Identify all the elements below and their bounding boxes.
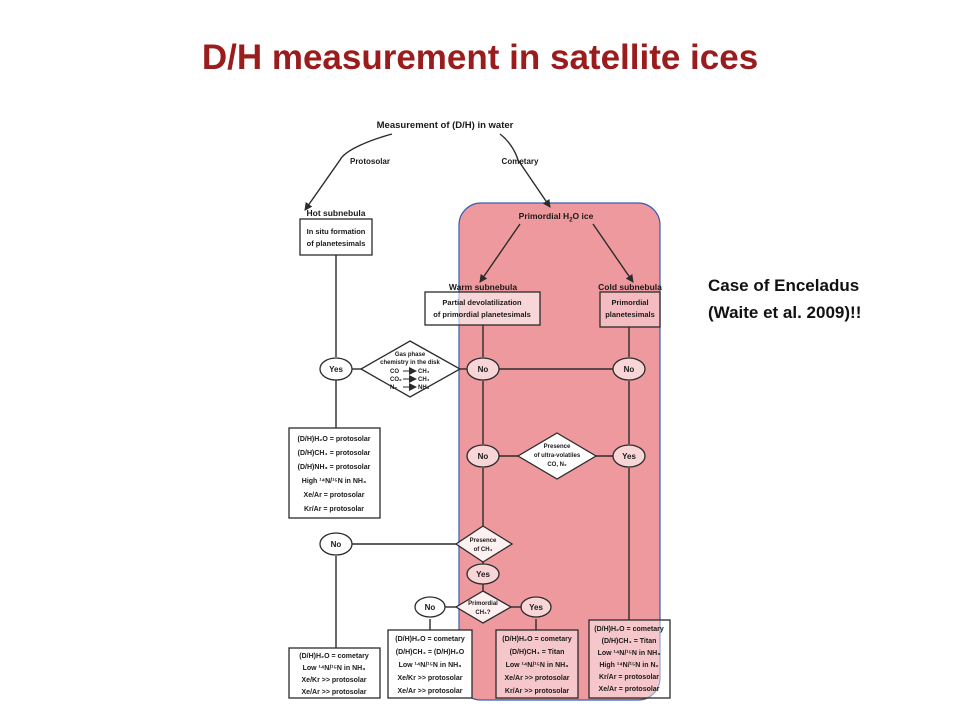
primordial-ice-label: Primordial H2O ice <box>519 211 594 224</box>
hot-box-line-1: In situ formation <box>307 227 366 236</box>
yes-node-protosolar <box>319 357 353 381</box>
result-cold-box <box>588 619 671 699</box>
result-cold-line: (D/H)CH₄ = Titan <box>602 638 657 645</box>
yes-node-cold <box>612 444 646 468</box>
case-note: Case of Enceladus (Waite et al. 2009)!! <box>708 272 861 326</box>
yes-no-nodes: Yes No No No Yes No Yes No Yes <box>319 357 646 618</box>
presence-ch4-diamond <box>454 525 514 563</box>
no-node-cold-label: No <box>624 365 635 374</box>
gas-phase-diamond <box>359 340 462 398</box>
result-left-bottom-line: Xe/Kr >> protosolar <box>302 677 367 684</box>
warm-subnebula-header: Warm subnebula <box>449 282 517 292</box>
yes-node-primordial-label: Yes <box>529 603 543 612</box>
no-node-warm-ultra-label: No <box>478 452 489 461</box>
result-left-bottom-line: Xe/Ar >> protosolar <box>302 689 367 696</box>
ultra-line-2: of ultra-volatiles <box>534 453 581 459</box>
ultra-line-1: Presence <box>544 444 571 450</box>
result-protosolar-box <box>288 427 381 519</box>
result-mid-yes-line: (D/H)CH₄ = Titan <box>510 649 565 656</box>
result-protosolar-line: (D/H)H₂O = protosolar <box>298 436 371 443</box>
result-mid-no-line: Xe/Kr >> protosolar <box>398 675 463 682</box>
cold-box-line-2: planetesimals <box>605 310 655 319</box>
reaction-3-from: N₂ <box>390 385 397 391</box>
reaction-1-from: CO <box>390 369 399 375</box>
gas-phase-line-2: chemistry in the disk <box>380 360 440 366</box>
no-node-left-label: No <box>331 540 342 549</box>
case-note-line-1: Case of Enceladus <box>708 276 860 295</box>
result-protosolar-line: Xe/Ar = protosolar <box>304 492 365 499</box>
yes-node-ch4 <box>466 563 500 585</box>
connector-lines <box>304 133 634 648</box>
result-mid-no-lines: (D/H)H₂O = cometary (D/H)CH₄ = (D/H)H₂O … <box>395 636 465 695</box>
result-cold-lines: (D/H)H₂O = cometary (D/H)CH₄ = Titan Low… <box>594 626 664 693</box>
result-mid-yes-line: Low ¹⁴N/¹⁵N in NH₃ <box>506 662 569 669</box>
no-node-primordial-label: No <box>425 603 436 612</box>
slide-title: D/H measurement in satellite ices <box>201 38 759 77</box>
no-node-primordial <box>414 596 446 618</box>
yes-node-cold-label: Yes <box>622 452 636 461</box>
hot-subnebula-header: Hot subnebula <box>306 208 365 218</box>
warm-box-line-1: Partial devolatilization <box>442 298 522 307</box>
branch-protosolar-label: Protosolar <box>350 157 390 166</box>
cold-subnebula-header: Cold subnebula <box>598 282 662 292</box>
result-left-bottom-line: Low ¹⁴N/¹⁵N in NH₃ <box>303 665 366 672</box>
presence-ch4-line-1: Presence <box>470 538 497 544</box>
result-mid-yes-line: Kr/Ar >> protosolar <box>505 688 569 695</box>
result-protosolar-lines: (D/H)H₂O = protosolar (D/H)CH₄ = protoso… <box>298 436 371 513</box>
result-left-bottom-line: (D/H)H₂O = cometary <box>299 653 369 660</box>
result-mid-no-line: Xe/Ar >> protosolar <box>398 688 463 695</box>
hot-box-line-2: of planetesimals <box>307 239 366 248</box>
result-mid-no-box <box>387 629 473 699</box>
ultra-volatiles-diamond <box>516 432 598 480</box>
primordial-ch4-line-2: CH₄? <box>475 610 491 616</box>
presence-ch4-line-2: of CH₄ <box>474 547 493 553</box>
result-cold-line: High ¹⁴N/¹⁵N in N₂ <box>599 662 658 669</box>
reaction-2-to: CH₄ <box>418 377 430 383</box>
root-label: Measurement of (D/H) in water <box>377 120 514 131</box>
no-node-cold <box>612 357 646 381</box>
result-cold-line: Low ¹⁴N/¹⁵N in NH₃ <box>598 650 661 657</box>
branch-cometary-label: Cometary <box>502 157 539 166</box>
warm-subnebula-box <box>424 291 541 326</box>
reaction-2-from: CO₂ <box>390 377 402 383</box>
result-mid-no-line: Low ¹⁴N/¹⁵N in NH₃ <box>399 662 462 669</box>
no-node-left <box>319 532 353 556</box>
no-node-warm-gas <box>466 357 500 381</box>
result-mid-no-line: (D/H)CH₄ = (D/H)H₂O <box>396 649 465 656</box>
result-protosolar-line: (D/H)NH₃ = protosolar <box>298 464 371 471</box>
reaction-1-to: CH₄ <box>418 369 430 375</box>
result-left-bottom-box <box>288 647 381 699</box>
reaction-3-to: NH₃ <box>418 385 430 391</box>
primordial-ch4-line-1: Primordial <box>468 601 498 607</box>
case-note-line-2: (Waite et al. 2009)!! <box>708 303 862 322</box>
warm-box-line-2: of primordial planetesimals <box>433 310 531 319</box>
result-mid-yes-line: Xe/Ar >> protosolar <box>505 675 570 682</box>
yes-node-protosolar-label: Yes <box>329 365 343 374</box>
cold-subnebula-box <box>599 291 661 328</box>
yes-node-ch4-label: Yes <box>476 570 490 579</box>
result-protosolar-line: Kr/Ar = protosolar <box>304 506 364 513</box>
result-mid-no-line: (D/H)H₂O = cometary <box>395 636 465 643</box>
hot-subnebula-box <box>299 218 373 256</box>
result-cold-line: Kr/Ar = protosolar <box>599 674 659 681</box>
no-node-warm-gas-label: No <box>478 365 489 374</box>
result-left-bottom-lines: (D/H)H₂O = cometary Low ¹⁴N/¹⁵N in NH₃ X… <box>299 653 369 696</box>
gas-phase-line-1: Gas phase <box>395 352 426 358</box>
gas-phase-reactions: CO CH₄ CO₂ CH₄ N₂ NH₃ <box>390 367 430 391</box>
yes-node-primordial <box>520 596 552 618</box>
primordial-ch4-diamond <box>454 590 513 624</box>
result-mid-yes-lines: (D/H)H₂O = cometary (D/H)CH₄ = Titan Low… <box>502 636 572 695</box>
result-protosolar-line: High ¹⁴N/¹⁵N in NH₃ <box>302 478 366 485</box>
no-node-warm-ultra <box>466 444 500 468</box>
result-mid-yes-box <box>495 629 579 699</box>
result-mid-yes-line: (D/H)H₂O = cometary <box>502 636 572 643</box>
ultra-line-3: CO, N₂ <box>547 462 567 468</box>
result-cold-line: (D/H)H₂O = cometary <box>594 626 664 633</box>
cold-box-line-1: Primordial <box>611 298 648 307</box>
result-cold-line: Xe/Ar = protosolar <box>599 686 660 693</box>
result-protosolar-line: (D/H)CH₄ = protosolar <box>298 450 371 457</box>
